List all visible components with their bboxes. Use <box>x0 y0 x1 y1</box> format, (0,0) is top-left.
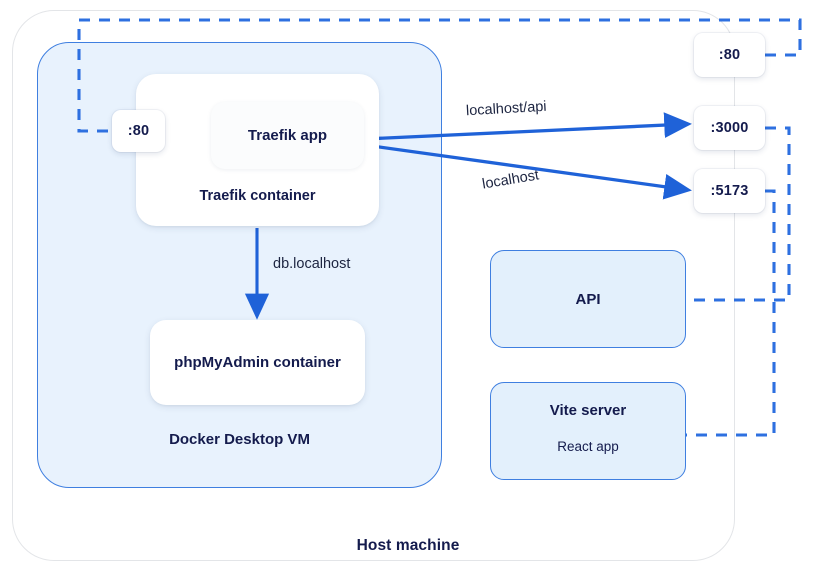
traefik-container-label: Traefik container <box>199 188 316 204</box>
traefik-app-label: Traefik app <box>247 127 328 144</box>
port-chip-vm-80-label: :80 <box>127 123 150 139</box>
port-chip-host-80-label: :80 <box>718 47 741 63</box>
port-chip-host-3000: :3000 <box>694 106 765 150</box>
vite-server-subtitle: React app <box>557 439 619 454</box>
api-service-box: API <box>490 250 686 348</box>
port-chip-host-5173: :5173 <box>694 169 765 213</box>
traefik-app-box: Traefik app <box>211 102 364 169</box>
port-chip-host-3000-label: :3000 <box>710 120 749 136</box>
port-chip-vm-80: :80 <box>112 110 165 152</box>
vite-server-title: Vite server <box>549 402 627 419</box>
vite-server-box: Vite server React app <box>490 382 686 480</box>
port-chip-host-5173-label: :5173 <box>710 183 749 199</box>
edge-label-db-localhost: db.localhost <box>273 256 351 272</box>
host-machine-label: Host machine <box>356 537 460 554</box>
phpmyadmin-container-box: phpMyAdmin container <box>150 320 365 405</box>
docker-desktop-vm-label: Docker Desktop VM <box>169 431 310 448</box>
port-chip-host-80: :80 <box>694 33 765 77</box>
api-service-title: API <box>575 290 601 308</box>
phpmyadmin-container-label: phpMyAdmin container <box>174 354 341 371</box>
